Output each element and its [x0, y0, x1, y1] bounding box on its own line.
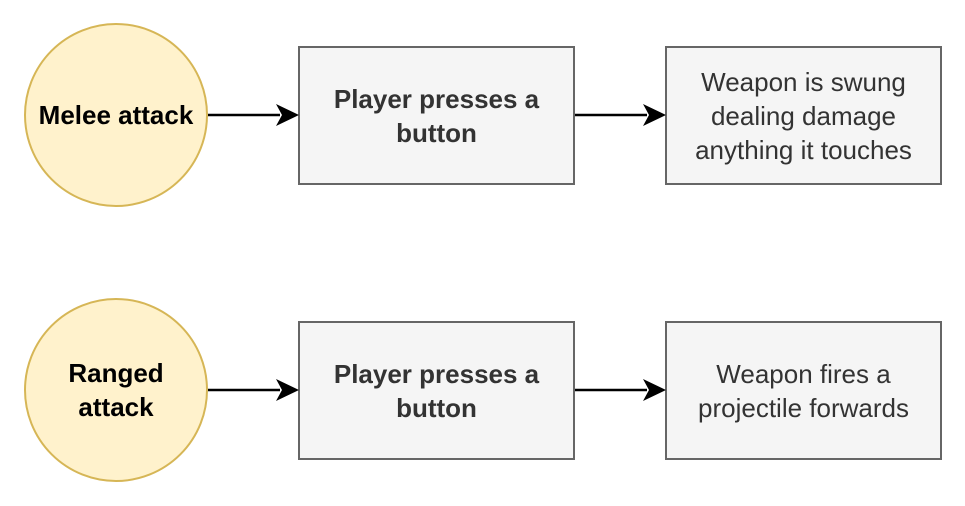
arrow-melee-step-to-result [575, 104, 666, 126]
arrow-ranged-to-step [208, 379, 299, 401]
ranged-step-box: Player presses a button [298, 321, 575, 460]
melee-step-label: Player presses a button [333, 83, 540, 148]
ranged-result-box: Weapon fires a projectile forwards [665, 321, 942, 460]
arrow-melee-to-step [208, 104, 299, 126]
ranged-attack-node: Ranged attack [24, 298, 208, 482]
melee-result-label: Weapon is swung dealing damage anything … [695, 66, 912, 165]
melee-step-box: Player presses a button [298, 46, 575, 185]
arrow-ranged-step-to-result [575, 379, 666, 401]
melee-result-box: Weapon is swung dealing damage anything … [665, 46, 942, 185]
ranged-step-label: Player presses a button [333, 358, 540, 423]
ranged-result-label: Weapon fires a projectile forwards [698, 358, 909, 423]
melee-attack-node: Melee attack [24, 23, 208, 207]
melee-attack-label: Melee attack [38, 100, 194, 130]
ranged-attack-label: Ranged attack [68, 358, 164, 422]
